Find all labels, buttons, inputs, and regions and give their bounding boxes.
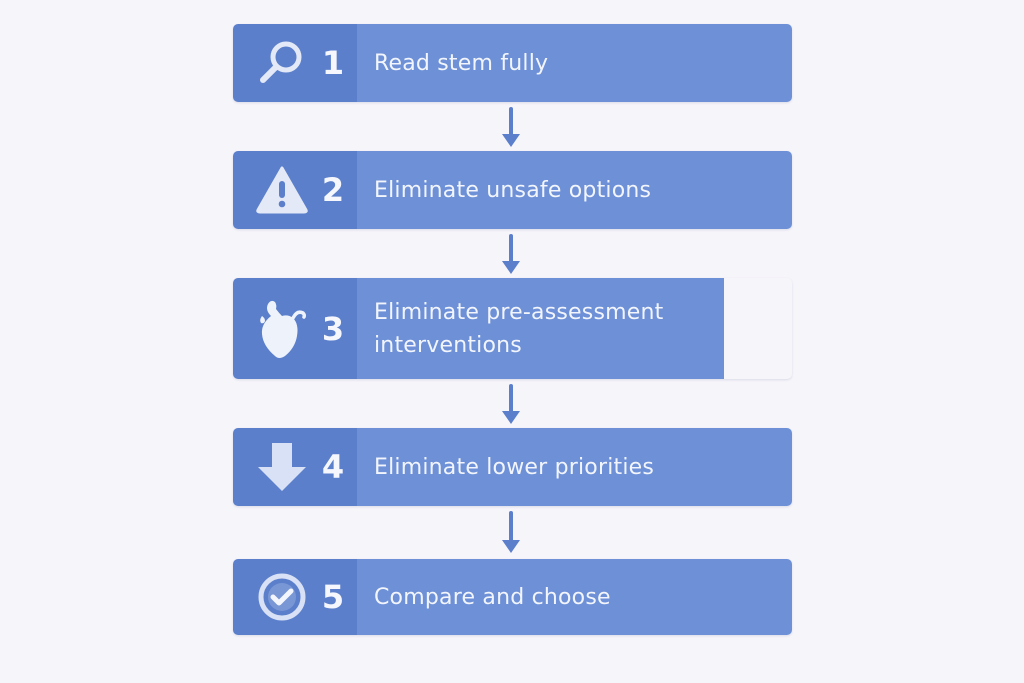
step-label: Eliminate unsafe options (357, 151, 792, 229)
step-label: Read stem fully (357, 24, 792, 102)
step-2: 2 Eliminate unsafe options (233, 151, 792, 229)
flow-arrow-icon (502, 234, 520, 274)
step-number: 4 (321, 448, 345, 486)
step-number: 5 (321, 578, 345, 616)
step-2-badge: 2 (233, 151, 357, 229)
flow-arrow-icon (502, 511, 520, 553)
step-label: Compare and choose (357, 559, 792, 635)
magnifier-icon (255, 36, 309, 90)
warning-triangle-icon (255, 163, 309, 217)
flow-arrow-icon (502, 384, 520, 424)
step-label: Eliminate pre-assessment interventions (357, 278, 724, 379)
step-number: 1 (321, 44, 345, 82)
step-1: 1 Read stem fully (233, 24, 792, 102)
step-label: Eliminate lower priorities (357, 428, 792, 506)
step-4-badge: 4 (233, 428, 357, 506)
check-circle-icon (255, 570, 309, 624)
step-5: 5 Compare and choose (233, 559, 792, 635)
heart-icon (255, 300, 309, 358)
step-3-badge: 3 (233, 278, 357, 379)
step-4: 4 Eliminate lower priorities (233, 428, 792, 506)
step-number: 3 (321, 309, 345, 348)
step-1-badge: 1 (233, 24, 357, 102)
down-arrow-icon (255, 440, 309, 494)
flow-arrow-icon (502, 107, 520, 147)
step-3: 3 Eliminate pre-assessment interventions (233, 278, 792, 379)
step-5-badge: 5 (233, 559, 357, 635)
step-number: 2 (321, 171, 345, 209)
